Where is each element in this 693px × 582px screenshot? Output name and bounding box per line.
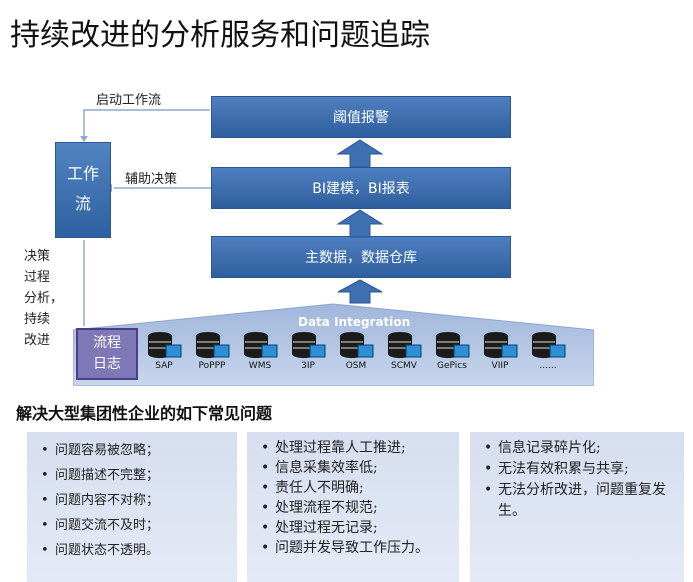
database-icon (244, 332, 278, 358)
system-source-gepics: GePics (428, 331, 476, 371)
system-source-osm: OSM (332, 331, 380, 371)
system-label: 3IP (301, 361, 315, 371)
process-log-box: 流程 日志 (76, 328, 138, 380)
system-label: SAP (155, 361, 173, 371)
layer-threshold-alarm-label: 阈值报警 (333, 110, 389, 126)
log-label-line-2: 日志 (93, 356, 121, 372)
problem-item: 问题交流不及时； (41, 513, 229, 538)
problem-item: 处理过程靠人工推进; (261, 438, 451, 458)
problem-item: 问题并发导致工作压力。 (261, 538, 451, 558)
layer-master-data: 主数据，数据仓库 (211, 236, 511, 278)
problem-item: 处理过程无记录; (261, 518, 451, 538)
layer-threshold-alarm: 阈值报警 (211, 96, 511, 138)
problem-item: 问题状态不透明。 (41, 538, 229, 563)
system-source-sap: SAP (140, 331, 188, 371)
problem-item: 问题描述不完整； (41, 463, 229, 488)
data-integration-band (73, 303, 594, 386)
log-label-line-1: 流程 (93, 335, 121, 351)
process-label-line: 决策 (24, 249, 51, 264)
problem-panel-1: 问题容易被忽略； 问题描述不完整； 问题内容不对称； 问题交流不及时； 问题状态… (27, 432, 237, 582)
start-workflow-arrowhead (80, 136, 88, 142)
system-source-poppp: PoPPP (188, 331, 236, 371)
up-arrow-icon (336, 209, 384, 238)
database-icon (292, 332, 326, 358)
system-label: VIIP (491, 361, 509, 371)
database-icon (532, 332, 566, 358)
problem-panel-2: 处理过程靠人工推进; 信息采集效率低; 责任人不明确; 处理流程不规范; 处理过… (247, 432, 459, 582)
process-label-line: 改进 (24, 333, 51, 348)
problem-item: 无法有效积累与共享; (484, 459, 676, 480)
system-source-viip: VIIP (476, 331, 524, 371)
system-source-wms: WMS (236, 331, 284, 371)
workflow-label-line-1: 工作 (66, 164, 99, 183)
process-label-line: 分析， (24, 291, 64, 306)
page-title: 持续改进的分析服务和问题追踪 (10, 18, 430, 53)
database-icon (436, 332, 470, 358)
system-label: ...... (539, 361, 557, 371)
database-icon (388, 332, 422, 358)
problem-item: 无法分析改进，问题重复发生。 (484, 480, 676, 522)
layer-bi-modeling-label: BI建模，BI报表 (312, 181, 410, 197)
database-icon (340, 332, 374, 358)
system-source-3ip: 3IP (284, 331, 332, 371)
problem-item: 问题容易被忽略； (41, 438, 229, 463)
start-workflow-line (83, 109, 210, 140)
data-integration-label: Data Integration (298, 315, 411, 329)
database-icon (484, 332, 518, 358)
up-arrow-icon (337, 279, 383, 304)
problem-item: 问题内容不对称； (41, 488, 229, 513)
up-arrow-icon (336, 139, 384, 168)
assist-decision-label: 辅助决策 (125, 172, 178, 187)
system-label: WMS (248, 361, 272, 371)
layer-bi-modeling: BI建模，BI报表 (211, 167, 511, 209)
process-analysis-label: 决策 过程 分析， 持续 改进 (24, 246, 70, 351)
problems-heading: 解决大型集团性企业的如下常见问题 (16, 404, 273, 423)
database-icon (196, 332, 230, 358)
workflow-label-line-2: 流 (74, 194, 91, 213)
problem-panel-3: 信息记录碎片化; 无法有效积累与共享; 无法分析改进，问题重复发生。 (470, 432, 684, 582)
problem-item: 信息采集效率低; (261, 458, 451, 478)
process-label-line: 过程 (24, 270, 51, 285)
system-label: GePics (437, 361, 467, 371)
problem-item: 信息记录碎片化; (484, 438, 676, 459)
system-source-scmv: SCMV (380, 331, 428, 371)
process-label-line: 持续 (24, 312, 51, 327)
start-workflow-label: 启动工作流 (96, 93, 162, 108)
problem-item: 处理流程不规范; (261, 498, 451, 518)
system-label: OSM (345, 361, 367, 371)
workflow-box: 工作 流 (55, 142, 111, 238)
system-source-more: ...... (524, 331, 572, 371)
database-icon (148, 332, 182, 358)
layer-master-data-label: 主数据，数据仓库 (305, 250, 417, 266)
problem-item: 责任人不明确; (261, 478, 451, 498)
system-label: PoPPP (198, 361, 226, 371)
system-label: SCMV (391, 361, 417, 371)
